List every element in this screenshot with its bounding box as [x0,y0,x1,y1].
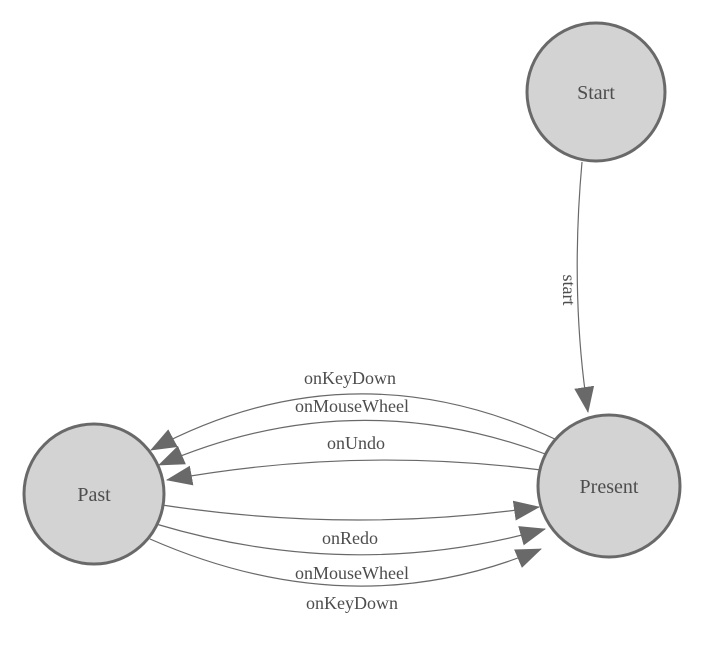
edge-label-onmousewheel-top: onMouseWheel [295,396,409,416]
edge-label-onkeydown-top: onKeyDown [304,368,396,388]
node-present-circle[interactable] [536,413,682,559]
node-start-label: Start [577,82,615,104]
edge-present-to-past-onmousewheel[interactable] [158,419,549,466]
node-start[interactable]: Start [525,21,667,163]
edge-present-to-past-onkeydown[interactable] [150,393,558,451]
node-past-circle[interactable] [22,422,166,566]
node-present[interactable]: Present [536,413,682,559]
edge-label-onmousewheel-bottom: onMouseWheel [295,563,409,583]
edge-label-onundo: onUndo [327,433,385,453]
edge-label-start: start [559,275,579,306]
edge-past-to-present-onmousewheel[interactable] [155,523,546,556]
node-start-circle[interactable] [525,21,667,163]
edge-past-to-present-onkeydown[interactable] [149,538,542,587]
edge-label-onredo: onRedo [322,528,378,548]
node-past-label: Past [77,484,111,506]
edge-start-to-present[interactable] [574,161,595,413]
edge-label-onkeydown-bottom: onKeyDown [306,593,398,613]
edge-label-group: start onKeyDown onMouseWheel onUndo onRe… [295,275,579,614]
edge-group [149,161,595,587]
edge-present-to-past-onundo[interactable] [166,459,542,486]
edge-past-to-present-onredo[interactable] [161,500,540,521]
node-present-label: Present [580,476,639,498]
node-past[interactable]: Past [22,422,166,566]
